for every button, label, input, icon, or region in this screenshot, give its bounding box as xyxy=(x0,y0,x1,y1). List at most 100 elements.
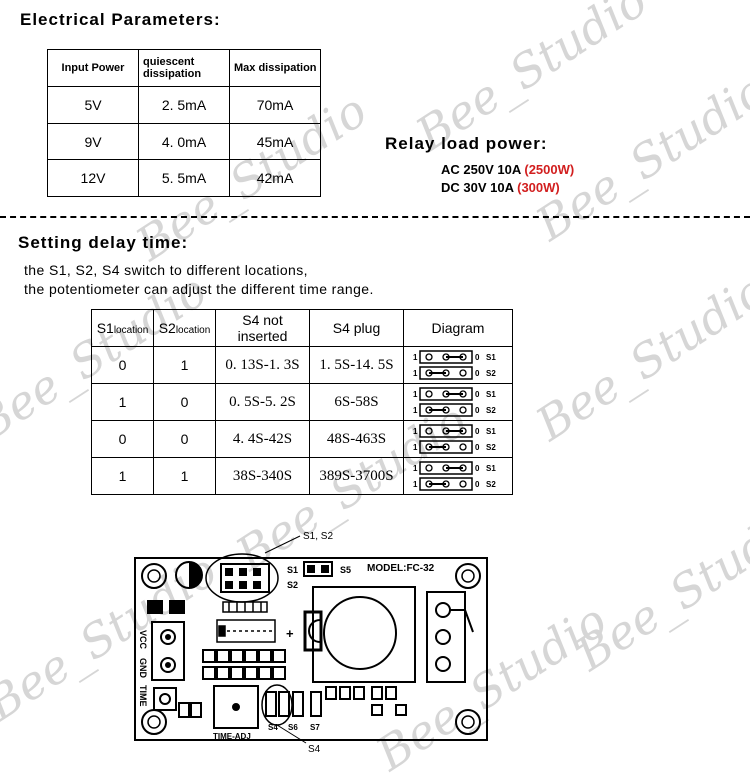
jumper-label-switch: S2 xyxy=(486,480,496,489)
jumper-frame xyxy=(419,424,473,438)
mounting-hole xyxy=(455,563,481,589)
table-row: 5V 2. 5mA 70mA xyxy=(47,86,321,124)
delay-line-1: the S1, S2, S4 switch to different locat… xyxy=(24,262,308,278)
cell: 5. 5mA xyxy=(138,159,230,197)
jumper-block xyxy=(220,563,270,593)
label-s2: S2 xyxy=(287,580,298,590)
cell: 0 xyxy=(153,383,216,421)
cell: 0. 13S-1. 3S xyxy=(215,346,310,384)
cell: 4. 0mA xyxy=(138,123,230,160)
header-max: Max dissipation xyxy=(229,49,321,87)
table-row: 12V 5. 5mA 42mA xyxy=(47,159,321,197)
jumper-label-switch: S1 xyxy=(486,427,496,436)
relay-terminal xyxy=(426,591,474,683)
delay-table: S1location S2location S4 not inserted S4… xyxy=(91,309,513,495)
jumper-pin xyxy=(425,464,433,472)
callout-s1s2: S1, S2 xyxy=(303,531,333,542)
watermark: Bee_Studio xyxy=(566,492,750,682)
capacitor xyxy=(175,561,203,589)
jumper-label-one: 1 xyxy=(413,353,418,362)
cell: 1 xyxy=(153,346,216,384)
jumper-label-zero: 0 xyxy=(475,464,480,473)
pcb-outline xyxy=(134,557,488,741)
jumper-pin xyxy=(459,443,467,451)
jumper-frame xyxy=(419,350,473,364)
jumper-label-one: 1 xyxy=(413,464,418,473)
delay-line-2: the potentiometer can adjust the differe… xyxy=(24,281,374,297)
label-s5: S5 xyxy=(340,565,351,575)
cell: 0 xyxy=(91,420,154,458)
relay-dc-line: DC 30V 10A (300W) xyxy=(441,180,560,195)
table-row: 9V 4. 0mA 45mA xyxy=(47,123,321,160)
cell: 2. 5mA xyxy=(138,86,230,124)
cell: 1 xyxy=(91,457,154,495)
cell: 9V xyxy=(47,123,139,160)
header-quiescent: quiescent dissipation xyxy=(138,49,230,87)
relay-ac-power: (2500W) xyxy=(524,162,575,177)
cell: 70mA xyxy=(229,86,321,124)
header-s1: S1location xyxy=(91,309,154,347)
jumper-pin xyxy=(459,480,467,488)
model-label: MODEL:FC-32 xyxy=(367,563,435,574)
jumper-label-switch: S2 xyxy=(486,406,496,415)
jumper-frame xyxy=(419,461,473,475)
mounting-hole xyxy=(455,709,481,735)
jumper-label-zero: 0 xyxy=(475,443,480,452)
jumper-pin xyxy=(425,427,433,435)
label-s6: S6 xyxy=(288,723,298,732)
delay-title: Setting delay time: xyxy=(18,233,189,252)
jumper-label-one: 1 xyxy=(413,480,418,489)
header-s4-plug: S4 plug xyxy=(309,309,404,347)
jumper-label-zero: 0 xyxy=(475,353,480,362)
header-s2: S2location xyxy=(153,309,216,347)
jumper-label-zero: 0 xyxy=(475,369,480,378)
relay-ac-line: AC 250V 10A (2500W) xyxy=(441,162,574,177)
label-s1: S1 xyxy=(287,565,298,575)
jumper-label-one: 1 xyxy=(413,406,418,415)
plus-sign: + xyxy=(286,626,294,641)
header-input-power: Input Power xyxy=(47,49,139,87)
jumper-label-zero: 0 xyxy=(475,427,480,436)
relay-coil xyxy=(308,586,416,683)
relay-dc-power: (300W) xyxy=(517,180,560,195)
jumper-frame xyxy=(419,477,473,491)
cell: 45mA xyxy=(229,123,321,160)
cell: 5V xyxy=(47,86,139,124)
board-diagram: S1, S2 S1 S2 S5 MODEL:FC-32 + VCC GND TI… xyxy=(134,531,488,755)
jumper-label-zero: 0 xyxy=(475,406,480,415)
electrical-table: Input Power quiescent dissipation Max di… xyxy=(47,49,321,197)
jumper-frame xyxy=(419,387,473,401)
jumper-pin xyxy=(459,369,467,377)
jumper-label-one: 1 xyxy=(413,390,418,399)
label-vcc: VCC xyxy=(138,630,148,650)
jumper-label-switch: S1 xyxy=(486,390,496,399)
label-time-adj: TIME-ADJ xyxy=(213,732,251,741)
cell: 1 xyxy=(153,457,216,495)
electrical-title: Electrical Parameters: xyxy=(20,10,221,29)
cell: 0 xyxy=(91,346,154,384)
label-s4-board: S4 xyxy=(268,723,278,732)
cell: 48S-463S xyxy=(309,420,404,458)
callout-s4: S4 xyxy=(308,744,321,755)
cell: 38S-340S xyxy=(215,457,310,495)
jumper-pin xyxy=(459,406,467,414)
jumper-label-one: 1 xyxy=(413,443,418,452)
header-diagram: Diagram xyxy=(403,309,513,347)
pad xyxy=(147,600,163,614)
power-terminal xyxy=(151,621,185,681)
ic-chip xyxy=(216,619,276,643)
cell: 42mA xyxy=(229,159,321,197)
label-time: TIME xyxy=(138,685,148,707)
jumper-label-one: 1 xyxy=(413,369,418,378)
cell: 1. 5S-14. 5S xyxy=(309,346,404,384)
time-adj-pot xyxy=(213,685,259,729)
cell: 12V xyxy=(47,159,139,197)
jumper-frame xyxy=(419,440,473,454)
cell: 6S-58S xyxy=(309,383,404,421)
